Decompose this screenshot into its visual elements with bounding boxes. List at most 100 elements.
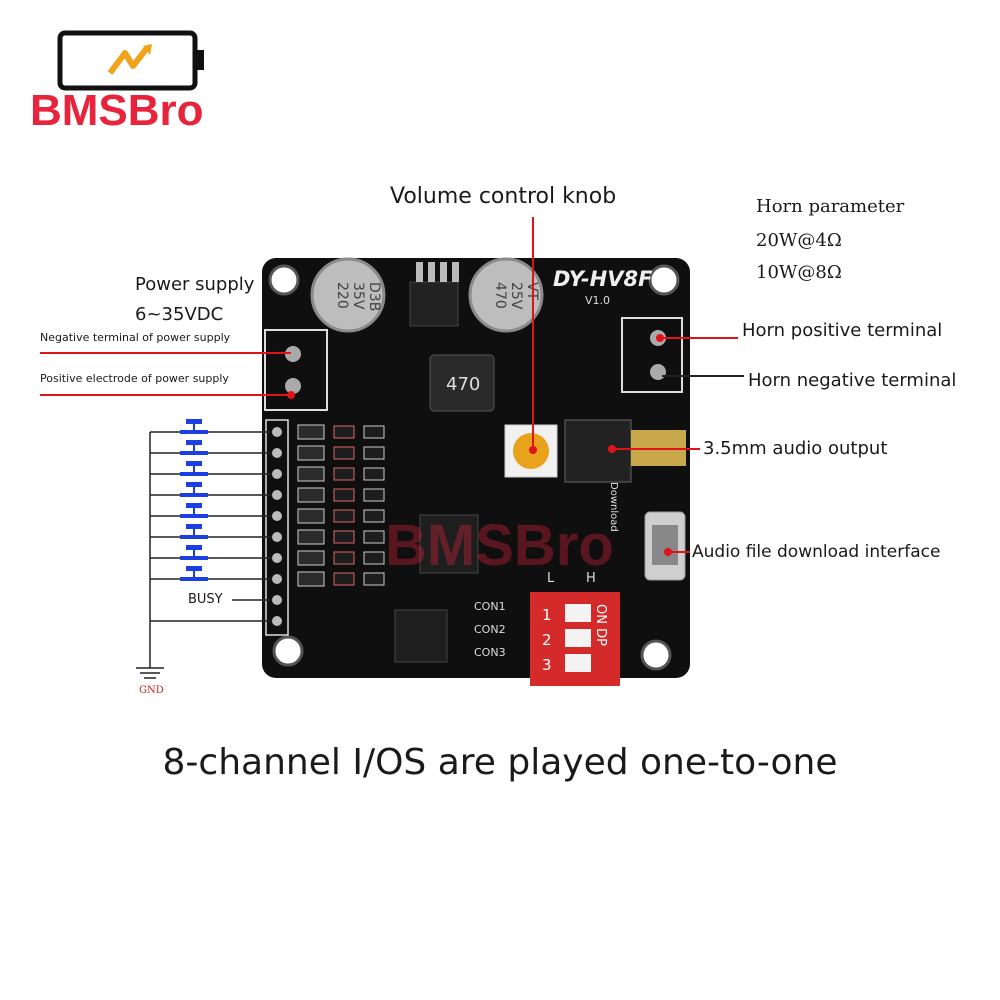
smd-resistor <box>333 530 355 544</box>
push-buttons <box>180 419 208 581</box>
smd-resistor <box>333 572 355 586</box>
button-bar <box>180 514 208 518</box>
power-supply-label: Power supply <box>135 274 255 295</box>
pointer-lines <box>40 217 738 553</box>
header-pin <box>272 511 282 521</box>
audio-output-label: 3.5mm audio output <box>703 438 888 459</box>
button-wiring <box>149 431 272 622</box>
dip-num-2: 2 <box>542 631 552 649</box>
horn-positive-label: Horn positive terminal <box>742 320 943 341</box>
io-header <box>265 419 385 636</box>
gnd-label: GND <box>139 685 164 696</box>
battery-icon <box>57 30 204 91</box>
power-positive-label: Positive electrode of power supply <box>40 372 229 385</box>
button-bar <box>180 430 208 434</box>
smd-resistor <box>363 572 385 586</box>
smd-diode <box>297 466 325 482</box>
header-pin <box>272 553 282 563</box>
con3-label: CON3 <box>474 646 506 659</box>
smd-resistor <box>363 551 385 565</box>
caption: 8-channel I/OS are played one-to-one <box>162 742 838 783</box>
smd-diode <box>297 487 325 503</box>
header-pin <box>272 490 282 500</box>
smd-resistor <box>333 425 355 439</box>
horn-parameter-label: Horn parameter <box>756 196 905 217</box>
smd-diode <box>297 508 325 524</box>
header-pin <box>272 616 282 626</box>
header-pin <box>272 448 282 458</box>
header-pin <box>272 532 282 542</box>
horn-negative-label: Horn negative terminal <box>748 370 957 391</box>
smd-resistor <box>363 425 385 439</box>
header-pin <box>272 427 282 437</box>
silk-download: Download <box>608 482 619 532</box>
busy-label: BUSY <box>188 592 223 607</box>
smd-resistor <box>333 467 355 481</box>
inductor-label: 470 <box>446 374 480 395</box>
smd-resistor <box>333 446 355 460</box>
cap2-text-2: 25V <box>508 282 524 310</box>
smd-diode <box>297 550 325 566</box>
mount-hole <box>268 264 300 296</box>
smd-resistor <box>363 467 385 481</box>
button-bar <box>180 577 208 581</box>
smd-resistor <box>363 488 385 502</box>
brand-logo: BMSBro <box>30 28 230 135</box>
decoder-chip <box>419 514 479 574</box>
power-terminal <box>264 329 328 411</box>
smd-diode <box>297 571 325 587</box>
button-bar <box>180 472 208 476</box>
power-voltage-label: 6~35VDC <box>135 304 224 325</box>
pointer-dots <box>287 334 672 556</box>
pcb-board: 220 35V D3B 470 25V VT DY-HV8F V1.0 470 … <box>262 257 690 686</box>
board-version: V1.0 <box>585 294 610 307</box>
con1-label: CON1 <box>474 600 506 613</box>
board-model: DY-HV8F <box>553 267 653 291</box>
smd-resistor <box>363 446 385 460</box>
silk-h: H <box>586 571 596 586</box>
con2-label: CON2 <box>474 623 506 636</box>
mount-hole <box>648 264 680 296</box>
inductor <box>429 354 495 412</box>
button-bar <box>180 451 208 455</box>
header-pin <box>272 595 282 605</box>
mount-hole <box>640 639 672 671</box>
push-button-icon <box>186 419 202 424</box>
regulator-ic <box>409 281 459 327</box>
smd-resistor <box>363 530 385 544</box>
push-button-icon <box>186 503 202 508</box>
cap1-text-1: 220 <box>334 282 350 309</box>
brand-name: BMSBro <box>30 86 204 135</box>
power-negative-label: Negative terminal of power supply <box>40 331 231 344</box>
header-pin <box>272 574 282 584</box>
dip-on-label: ON DP <box>593 604 608 646</box>
horn-spec-1: 20W@4Ω <box>756 230 842 251</box>
push-button-icon <box>186 482 202 487</box>
smd-resistor <box>333 509 355 523</box>
silk-l: L <box>547 571 555 586</box>
cap1-text-2: 35V <box>350 282 366 310</box>
download-interface-label: Audio file download interface <box>692 542 941 562</box>
smd-resistor <box>333 551 355 565</box>
cap2-text-1: 470 <box>492 282 508 309</box>
dip-num-3: 3 <box>542 656 552 674</box>
horn-spec-2: 10W@8Ω <box>756 262 842 283</box>
smd-diode <box>297 445 325 461</box>
push-button-icon <box>186 545 202 550</box>
capacitor-470 <box>468 257 544 333</box>
volume-knob-label: Volume control knob <box>390 184 617 209</box>
mount-hole <box>272 635 304 667</box>
dip-num-1: 1 <box>542 606 552 624</box>
smd-diode <box>297 424 325 440</box>
capacitor-220 <box>310 257 386 333</box>
push-button-icon <box>186 524 202 529</box>
audio-jack <box>564 419 632 483</box>
push-button-icon <box>186 566 202 571</box>
smd-resistor <box>363 509 385 523</box>
push-button-icon <box>186 461 202 466</box>
smd-resistor <box>333 488 355 502</box>
gnd-symbol <box>136 620 164 679</box>
push-button-icon <box>186 440 202 445</box>
cap1-text-3: D3B <box>366 282 382 311</box>
